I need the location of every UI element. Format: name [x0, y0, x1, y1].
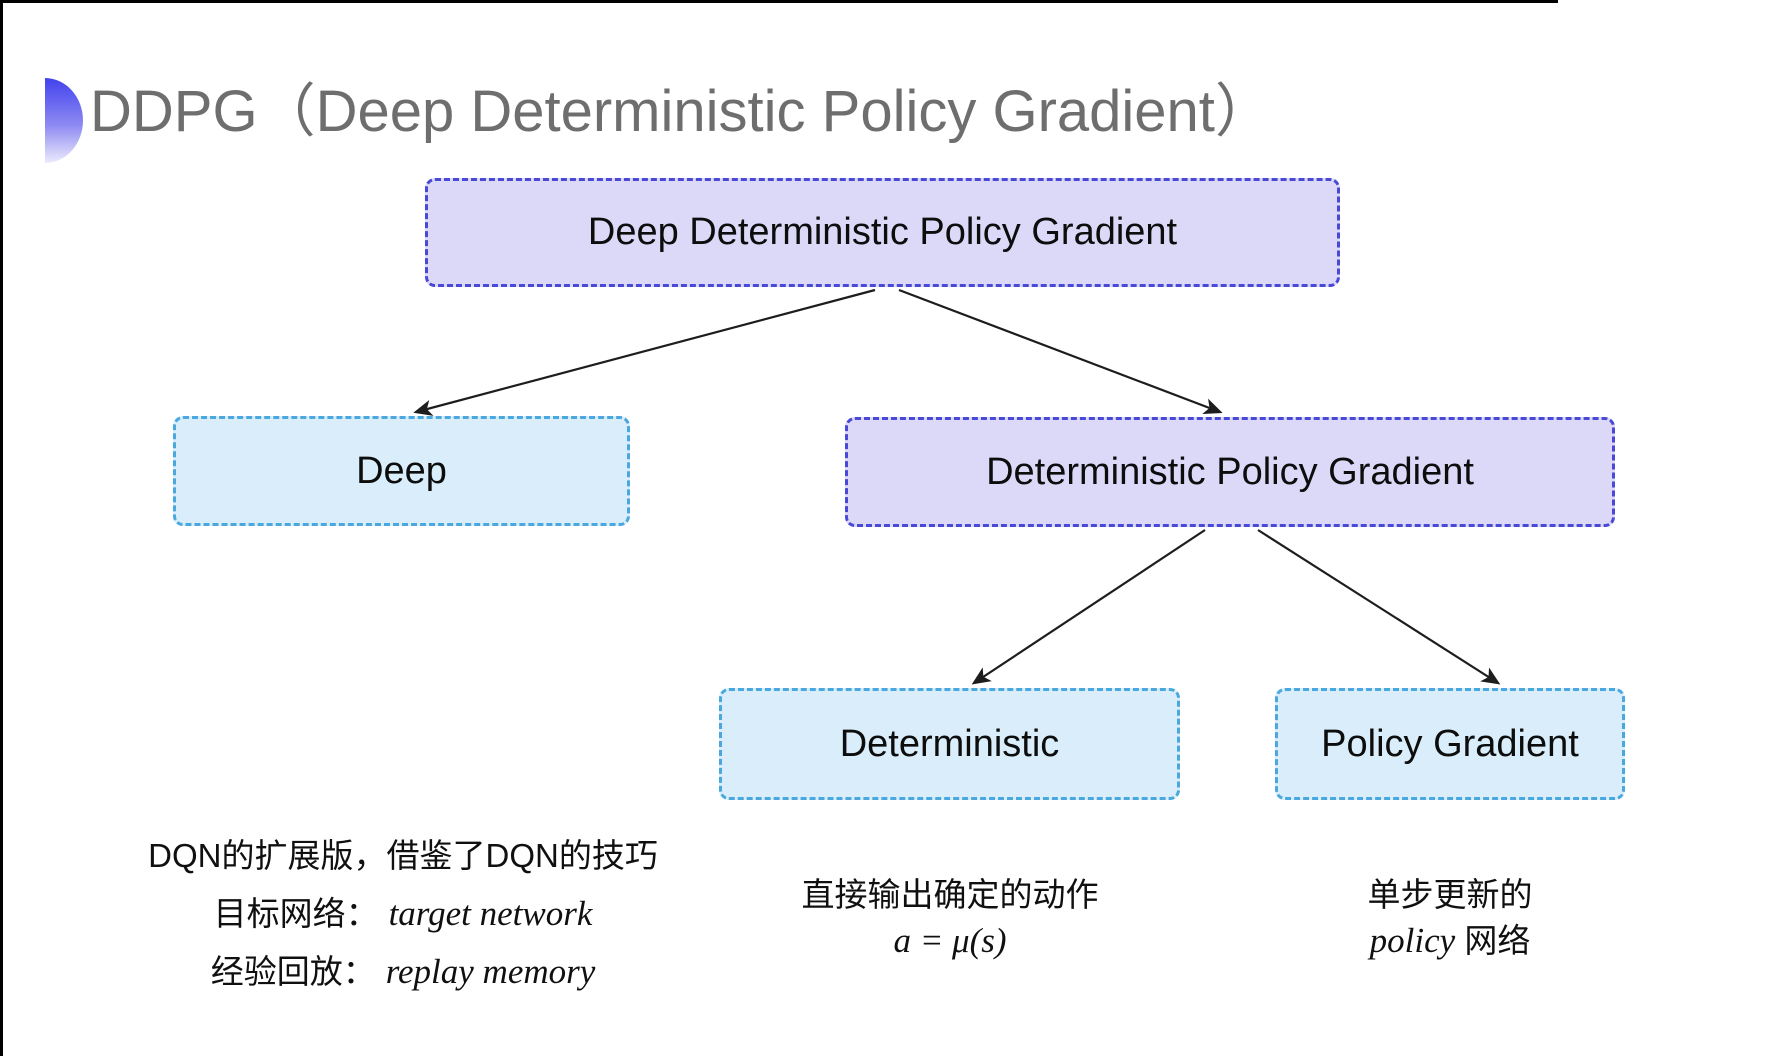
- note-line: 直接输出确定的动作: [801, 876, 1099, 913]
- note-term: target network: [388, 894, 593, 933]
- arrow-dpg-to-deterministic: [971, 529, 1206, 685]
- node-label: Deterministic Policy Gradient: [986, 450, 1474, 493]
- node-label: Policy Gradient: [1321, 722, 1579, 765]
- note-deep-annotation: DQN的扩展版，借鉴了DQN的技巧 目标网络：target network 经验…: [103, 827, 703, 1001]
- arrow-root-to-dpg: [898, 288, 1223, 415]
- node-deep: Deep: [173, 416, 630, 526]
- left-edge-line: [0, 0, 3, 1056]
- arrow-dpg-to-policy-gradient: [1257, 529, 1501, 685]
- page-title: DDPG（Deep Deterministic Policy Gradient）: [90, 79, 1273, 144]
- note-label: 经验回放：: [210, 953, 376, 990]
- note-label: 目标网络：: [213, 895, 379, 932]
- node-deterministic: Deterministic: [719, 688, 1180, 800]
- note-formula: a = μ(s): [893, 921, 1007, 960]
- note-line: DQN的扩展版，借鉴了DQN的技巧: [148, 837, 658, 874]
- node-deep-deterministic-policy-gradient: Deep Deterministic Policy Gradient: [425, 178, 1340, 287]
- note-line: policy 网络: [1260, 918, 1640, 964]
- node-policy-gradient: Policy Gradient: [1275, 688, 1625, 800]
- node-label: Deterministic: [839, 722, 1060, 765]
- node-label: Deep Deterministic Policy Gradient: [587, 211, 1178, 253]
- note-line: 目标网络：target network: [103, 885, 703, 943]
- note-label: 网络: [1464, 922, 1531, 959]
- note-line: 经验回放：replay memory: [103, 943, 703, 1001]
- node-label: Deep: [356, 449, 447, 492]
- note-policy-gradient-annotation: 单步更新的 policy 网络: [1260, 872, 1640, 964]
- note-deterministic-annotation: 直接输出确定的动作 a = μ(s): [760, 872, 1140, 964]
- note-term: policy: [1369, 921, 1456, 960]
- note-line: 单步更新的: [1367, 876, 1533, 913]
- top-edge-line: [0, 0, 1558, 3]
- note-term: replay memory: [385, 952, 596, 991]
- arrow-root-to-deep: [413, 288, 876, 416]
- node-deterministic-policy-gradient: Deterministic Policy Gradient: [845, 417, 1615, 527]
